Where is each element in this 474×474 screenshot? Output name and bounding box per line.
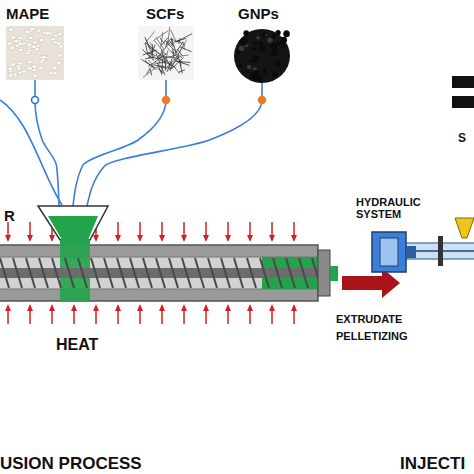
legend-mark <box>452 96 474 108</box>
material-sample: GNPs <box>232 6 292 80</box>
text-label: EXTRUDATE <box>336 313 402 325</box>
feed-dot <box>259 97 266 104</box>
feed-dot <box>32 97 39 104</box>
text-label: USION PROCESS <box>0 455 142 474</box>
material-sample: MAPE <box>6 6 64 80</box>
material-sample: SCFs <box>138 6 194 80</box>
hopper: R <box>38 206 108 246</box>
text-label: S <box>458 132 466 145</box>
injection-unit <box>405 218 474 266</box>
hydraulic-unit: HYDRAULIC SYSTEM <box>352 196 440 276</box>
node-label: HYDRAULIC SYSTEM <box>356 196 438 220</box>
feed-line <box>35 80 59 206</box>
hopper-shape <box>38 206 108 246</box>
node-label: GNPs <box>238 6 298 23</box>
feed-line <box>73 80 166 206</box>
node-label: SCFs <box>146 6 196 23</box>
feed-line <box>87 80 262 206</box>
text-label: PELLETIZING <box>336 330 408 342</box>
feed-dot <box>163 97 170 104</box>
node-label: MAPE <box>6 6 66 23</box>
text-label: HEAT <box>56 336 98 354</box>
extruder <box>0 245 338 301</box>
text-label: INJECTI <box>400 455 465 474</box>
feed-line <box>0 100 62 205</box>
node-label: R <box>4 208 24 225</box>
legend-mark <box>452 76 474 88</box>
